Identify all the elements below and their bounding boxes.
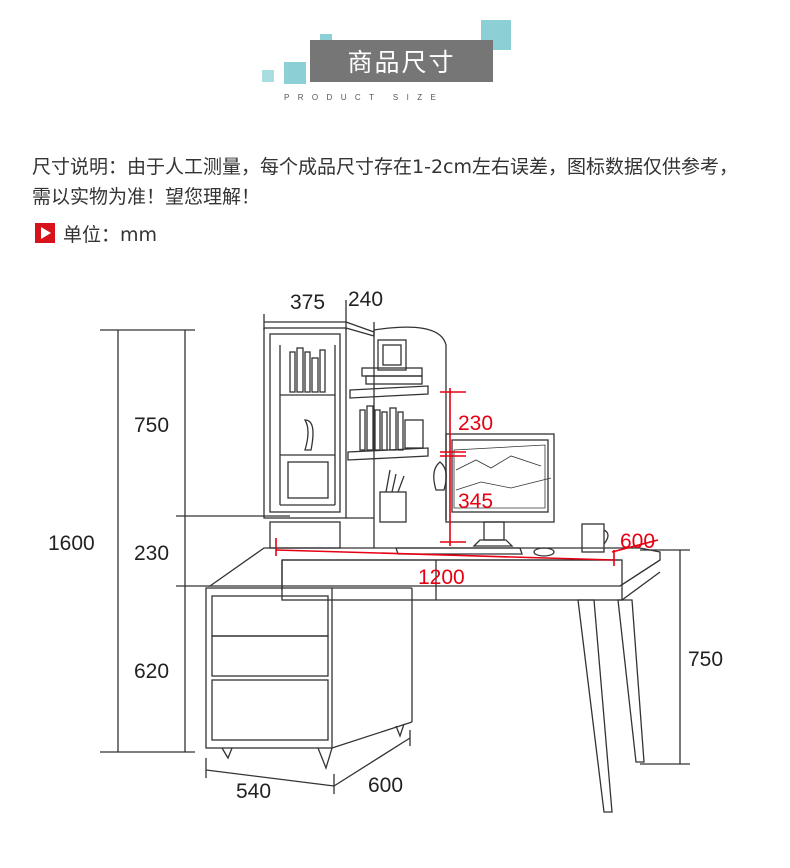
play-icon xyxy=(35,223,55,243)
dim-cabinet-width: 540 xyxy=(236,780,271,803)
dim-total-height: 1600 xyxy=(48,532,95,555)
unit-label: 单位：mm xyxy=(63,223,158,246)
dim-desk-length: 1200 xyxy=(418,566,465,589)
dim-upper-height: 750 xyxy=(134,414,169,437)
dim-lower-height: 620 xyxy=(134,660,169,683)
unit-row: 单位：mm xyxy=(35,220,157,246)
decor-square xyxy=(284,62,306,84)
dim-desk-height: 750 xyxy=(688,648,723,671)
dim-middle-height: 230 xyxy=(134,542,169,565)
dim-bookcase-width: 375 xyxy=(290,291,325,314)
section-title: 商品尺寸 xyxy=(310,40,493,82)
dim-shelf-gap-top: 230 xyxy=(458,412,493,435)
size-note: 尺寸说明：由于人工测量，每个成品尺寸存在1-2cm左右误差，图标数据仅供参考，需… xyxy=(32,156,738,208)
dim-shelf-gap-bottom: 345 xyxy=(458,490,493,513)
decor-square xyxy=(262,70,274,82)
dim-bookcase-depth: 240 xyxy=(348,288,383,311)
dim-cabinet-depth: 600 xyxy=(368,774,403,797)
section-header: 商品尺寸 PRODUCT SIZE xyxy=(0,0,790,110)
section-subtitle: PRODUCT SIZE xyxy=(284,93,445,102)
dim-desk-depth: 600 xyxy=(620,530,655,553)
